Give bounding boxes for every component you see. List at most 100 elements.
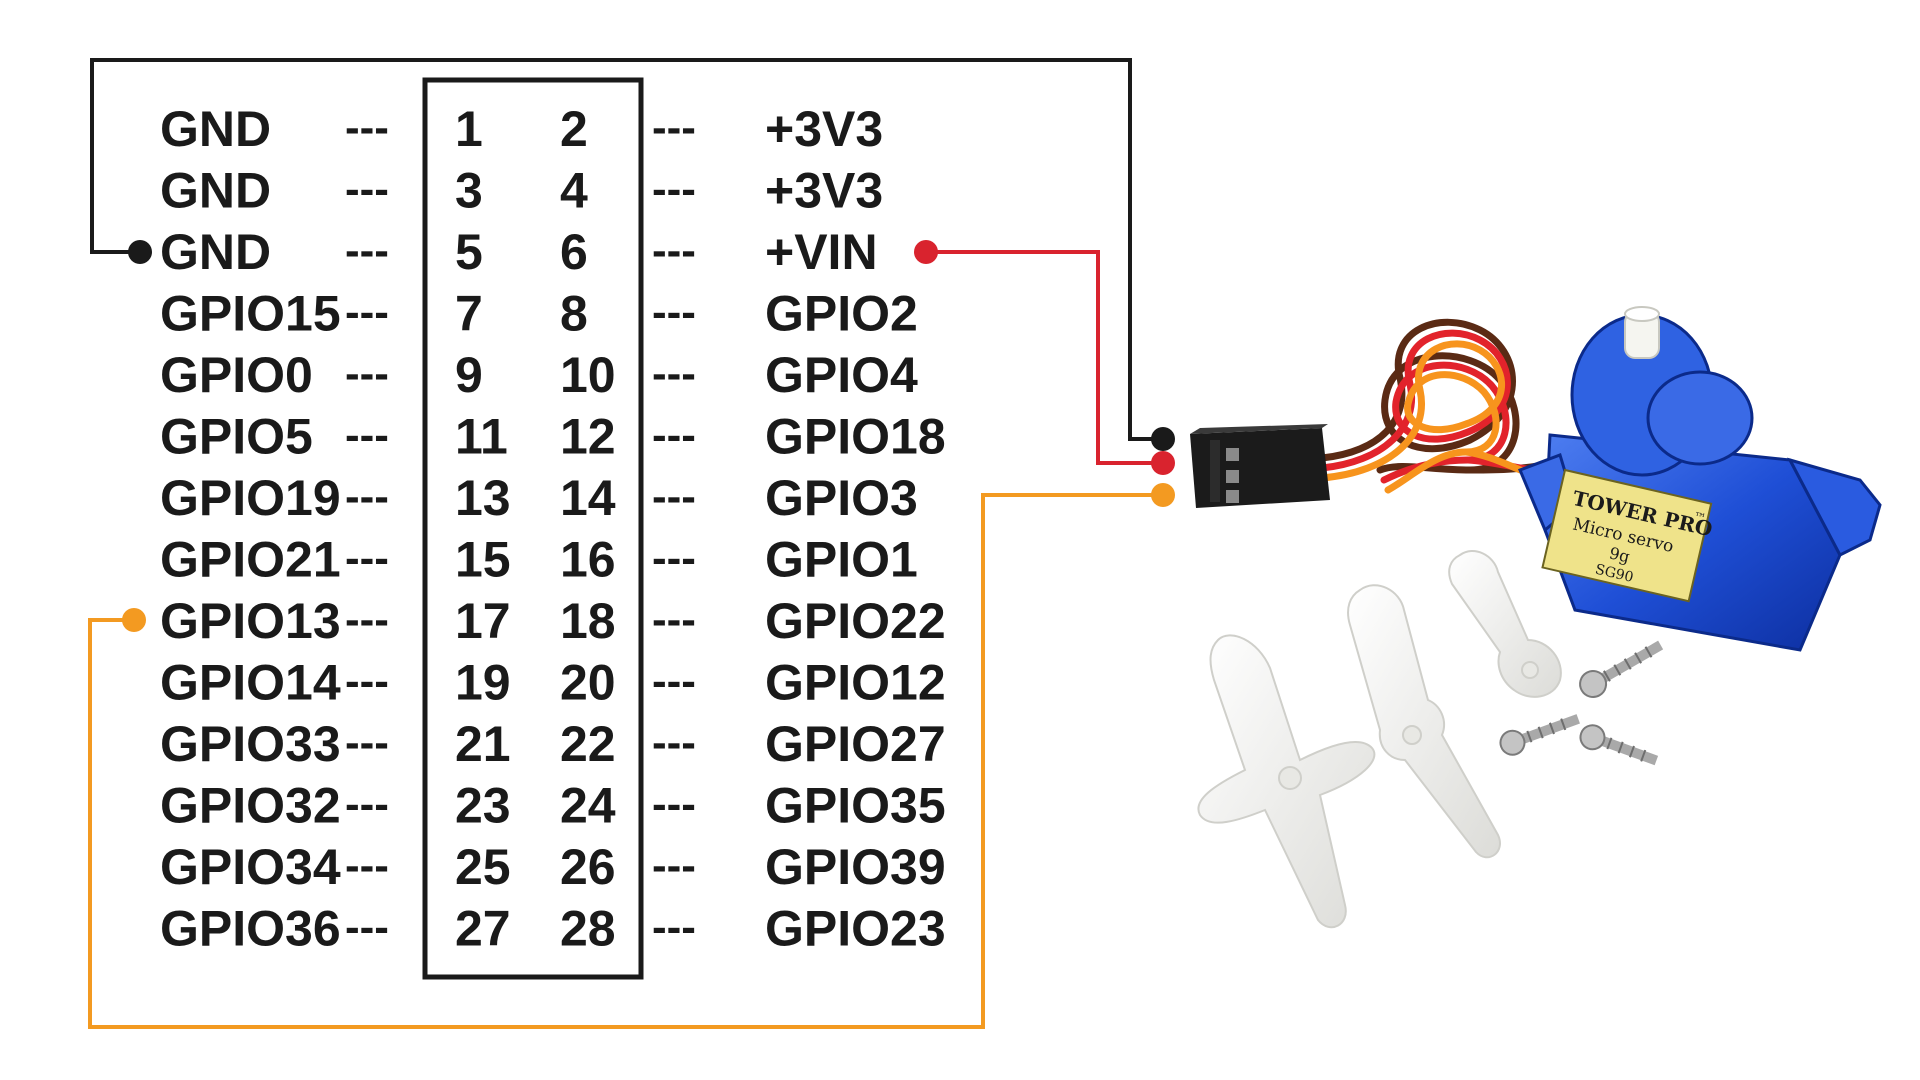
left-pin: 9 [455,347,483,403]
servo-body: TOWER PRO ™ Micro servo 9g SG90 [1518,306,1882,652]
servo-screws [1499,640,1664,766]
left-label: GND [160,224,271,280]
right-pin: 18 [560,593,616,649]
left-pin: 25 [455,839,511,895]
left-dashes: --- [345,780,389,829]
servo-trademark-text: ™ [1692,509,1707,525]
left-dashes: --- [345,534,389,583]
right-dashes: --- [652,165,696,214]
right-pin: 26 [560,839,616,895]
left-label: GPIO33 [160,716,341,772]
pin-row: GPIO5 --- 11 12 --- GPIO18 [160,409,946,465]
right-label: +3V3 [765,101,883,157]
ground-wire [90,58,1163,441]
left-label: GPIO14 [160,655,341,711]
right-dashes: --- [652,595,696,644]
left-dashes: --- [345,165,389,214]
right-label: GPIO12 [765,655,946,711]
single-horn [1448,550,1562,698]
left-label: GND [160,101,271,157]
right-pin: 10 [560,347,616,403]
left-label: GPIO34 [160,839,341,895]
left-label: GPIO0 [160,347,313,403]
right-pin: 4 [560,163,588,219]
left-pin: 21 [455,716,511,772]
signal-wire [88,493,1163,1029]
left-pin: 7 [455,286,483,342]
right-dashes: --- [652,226,696,275]
left-dashes: --- [345,226,389,275]
right-dashes: --- [652,718,696,767]
left-dashes: --- [345,349,389,398]
right-label: GPIO3 [765,470,918,526]
right-label: GPIO22 [765,593,946,649]
right-dashes: --- [652,780,696,829]
double-horn [1347,584,1501,859]
right-dashes: --- [652,841,696,890]
right-pin: 20 [560,655,616,711]
servo-power-dot [1151,451,1175,475]
left-dashes: --- [345,841,389,890]
ground-pin-dot [128,240,152,264]
left-dashes: --- [345,903,389,952]
right-pin: 24 [560,778,616,834]
servo-connector [1190,424,1330,508]
left-pin: 27 [455,901,511,957]
left-pin: 13 [455,470,511,526]
right-pin: 12 [560,409,616,465]
right-dashes: --- [652,349,696,398]
gpio13-pin-dot [122,608,146,632]
right-label: GPIO2 [765,286,918,342]
right-dashes: --- [652,534,696,583]
right-pin: 6 [560,224,588,280]
right-dashes: --- [652,472,696,521]
left-label: GPIO36 [160,901,341,957]
left-dashes: --- [345,472,389,521]
left-pin: 23 [455,778,511,834]
right-pin: 22 [560,716,616,772]
left-dashes: --- [345,657,389,706]
right-label: GPIO1 [765,532,918,588]
servo-signal-dot [1151,483,1175,507]
left-label: GPIO13 [160,593,341,649]
left-pin: 11 [455,409,508,465]
servo-motor: TOWER PRO ™ Micro servo 9g SG90 [1190,306,1882,929]
left-pin: 1 [455,101,483,157]
right-dashes: --- [652,657,696,706]
right-label: GPIO23 [765,901,946,957]
right-pin: 16 [560,532,616,588]
left-dashes: --- [345,288,389,337]
left-dashes: --- [345,595,389,644]
servo-weight-text: 9g [1607,543,1631,566]
left-dashes: --- [345,103,389,152]
right-pin: 8 [560,286,588,342]
vin-pin-dot [914,240,938,264]
right-label: +3V3 [765,163,883,219]
right-label: GPIO18 [765,409,946,465]
right-label: +VIN [765,224,878,280]
right-pin: 2 [560,101,588,157]
servo-cable [1318,318,1568,494]
left-pin: 17 [455,593,511,649]
right-dashes: --- [652,411,696,460]
right-dashes: --- [652,288,696,337]
left-dashes: --- [345,411,389,460]
left-pin: 15 [455,532,511,588]
left-label: GPIO5 [160,409,313,465]
left-label: GND [160,163,271,219]
right-pin: 28 [560,901,616,957]
servo-horns [1197,550,1562,929]
servo-ground-dot [1151,427,1175,451]
